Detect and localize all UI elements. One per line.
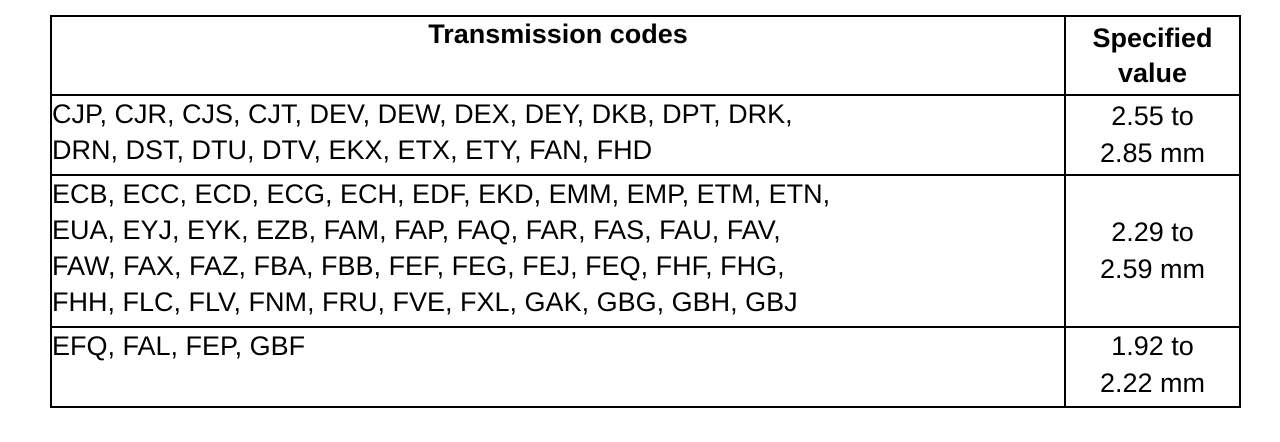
table-row: EFQ, FAL, FEP, GBF 1.92 to 2.22 mm <box>50 326 1241 408</box>
value-cell: 1.92 to 2.22 mm <box>1064 326 1241 408</box>
value-cell: 2.55 to 2.85 mm <box>1064 94 1241 176</box>
header-transmission-codes: Transmission codes <box>50 15 1066 96</box>
codes-cell: CJP, CJR, CJS, CJT, DEV, DEW, DEX, DEY, … <box>50 94 1066 176</box>
transmission-spec-table: Transmission codes Specified value CJP, … <box>50 15 1241 408</box>
table-row: ECB, ECC, ECD, ECG, ECH, EDF, EKD, EMM, … <box>50 174 1241 328</box>
table-row: CJP, CJR, CJS, CJT, DEV, DEW, DEX, DEY, … <box>50 94 1241 176</box>
codes-cell: EFQ, FAL, FEP, GBF <box>50 326 1066 408</box>
header-specified-value: Specified value <box>1064 15 1241 96</box>
table-header-row: Transmission codes Specified value <box>50 15 1241 96</box>
value-cell: 2.29 to 2.59 mm <box>1064 174 1241 328</box>
codes-cell: ECB, ECC, ECD, ECG, ECH, EDF, EKD, EMM, … <box>50 174 1066 328</box>
